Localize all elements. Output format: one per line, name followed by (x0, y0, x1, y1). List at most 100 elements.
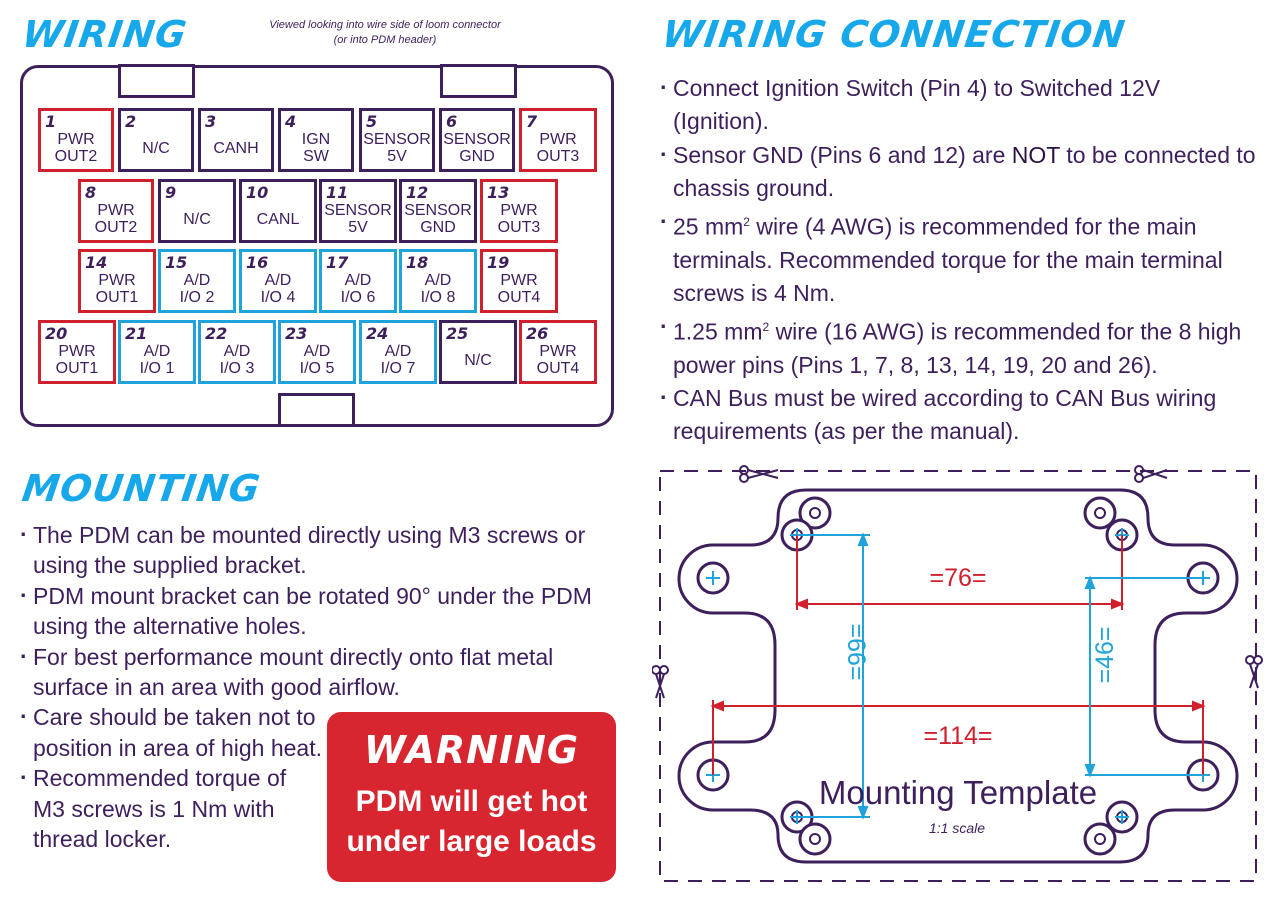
pin-label-line2: 5V (348, 219, 368, 236)
pin-label: N/C (464, 352, 492, 369)
pin-label: PWR (58, 343, 96, 360)
pin-label-line2: OUT3 (536, 148, 580, 165)
pin-label: A/D (303, 343, 331, 360)
pin-label: SENSOR (324, 202, 392, 219)
pin-number: 21 (125, 324, 148, 343)
pin-number: 9 (165, 183, 177, 202)
pin-number: 25 (446, 324, 469, 343)
pin-label-line2: GND (459, 148, 495, 165)
pin-label: N/C (142, 140, 170, 157)
wiring-connection-title: WIRING CONNECTION (659, 13, 1129, 56)
pdm-outline (677, 488, 1239, 864)
pin-label-line2: OUT2 (94, 219, 138, 236)
pin-number: 24 (366, 324, 389, 343)
scissors-icon (652, 665, 669, 699)
dimension-lines-red (710, 535, 1206, 775)
pin-number: 7 (526, 112, 538, 131)
pin-label-line2: 5V (387, 148, 407, 165)
warning-title: WARNING (363, 728, 580, 772)
pin-label: IGN (301, 131, 331, 148)
mounting-bullet-airflow: For best performance mount directly onto… (20, 641, 633, 703)
pin-number: 12 (406, 183, 429, 202)
wiring-connection-list: Connect Ignition Switch (Pin 4) to Switc… (660, 71, 1260, 449)
mounting-hole (798, 496, 832, 530)
pin-label: PWR (57, 131, 95, 148)
pin-number: 18 (406, 253, 429, 272)
dimension-lines-blue (797, 532, 1203, 820)
pin-number: 26 (526, 324, 549, 343)
pin-label: PWR (539, 131, 577, 148)
wiring-view-note: Viewed looking into wire side of loom co… (240, 18, 530, 48)
mounting-hole (798, 822, 832, 856)
mounting-bullet-torque: Recommended torque of M3 screws is 1 Nm … (20, 762, 323, 854)
pin-number: 8 (85, 183, 97, 202)
pin-label-line2: I/O 1 (139, 360, 175, 377)
not-emphasis: NOT (1011, 141, 1060, 168)
pin-number: 13 (487, 183, 510, 202)
pin-label-line2: GND (420, 219, 456, 236)
connection-bullet-main-wire: 25 mm2 wire (4 AWG) is recommended for t… (660, 205, 1260, 311)
scissors-icon (739, 465, 779, 483)
pin-label-line2: OUT1 (95, 289, 139, 306)
pin-number: 1 (45, 112, 57, 131)
dimension-66: =66= (842, 623, 870, 680)
connection-bullet-can-bus: CAN Bus must be wired according to CAN B… (660, 381, 1260, 449)
wiring-title: WIRING (19, 13, 190, 56)
pin-label-line2: I/O 3 (219, 360, 255, 377)
pin-label-line2: I/O 2 (179, 289, 215, 306)
pin-label-line2: OUT1 (55, 360, 99, 377)
pin-number: 15 (165, 253, 188, 272)
pin-number: 16 (246, 253, 269, 272)
pin-label-line2: SW (303, 148, 329, 165)
pin-label: PWR (500, 202, 538, 219)
pin-number: 20 (45, 324, 68, 343)
mounting-hole (1083, 496, 1117, 530)
pin-label: SENSOR (404, 202, 472, 219)
pin-label-line2: OUT4 (497, 289, 541, 306)
connector-key-bottom (278, 393, 355, 427)
pin-label-line2: I/O 4 (260, 289, 296, 306)
mounting-bullet-bracket: PDM mount bracket can be rotated 90° und… (20, 580, 623, 642)
template-title: Mounting Template (819, 774, 1097, 811)
wiring-view-note-line2: (or into PDM header) (333, 33, 437, 46)
connection-bullet-ignition: Connect Ignition Switch (Pin 4) to Switc… (660, 71, 1260, 139)
template-scale: 1:1 scale (929, 820, 985, 836)
warning-box: WARNING PDM will get hot under large loa… (327, 712, 616, 882)
pin-number: 14 (85, 253, 108, 272)
connector-key-top-right (440, 64, 517, 98)
cut-border (659, 470, 1257, 882)
pin-number: 6 (446, 112, 458, 131)
connection-bullet-sensor-gnd: Sensor GND (Pins 6 and 12) are NOT to be… (660, 138, 1260, 206)
pin-number: 4 (285, 112, 297, 131)
pin-label-line2: I/O 8 (420, 289, 456, 306)
pin-label: A/D (424, 272, 452, 289)
pin-label: SENSOR (363, 131, 431, 148)
mounting-hole (1083, 822, 1117, 856)
mounting-template: =76= =114= =66= =46= Mounting Template 1… (652, 465, 1263, 882)
dimension-114: =114= (923, 722, 992, 750)
mounting-title: MOUNTING (19, 467, 264, 510)
dimension-76: =76= (929, 564, 986, 592)
pin-label-line2: OUT2 (54, 148, 98, 165)
pin-label: PWR (97, 202, 135, 219)
pin-label: A/D (143, 343, 171, 360)
warning-message: PDM will get hot under large loads (327, 782, 616, 862)
pin-label: CANH (213, 140, 259, 157)
